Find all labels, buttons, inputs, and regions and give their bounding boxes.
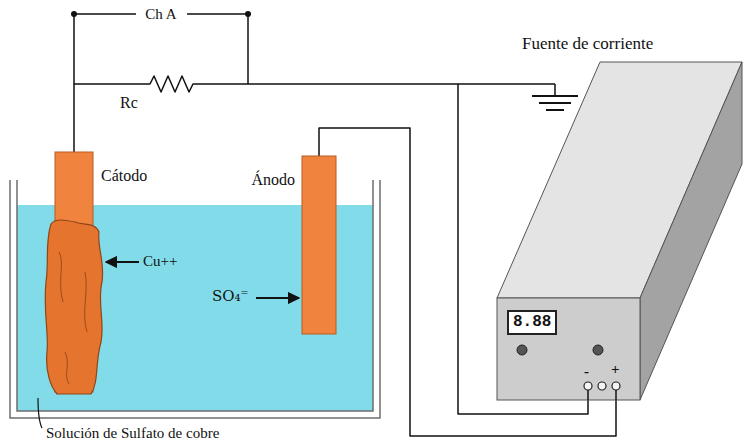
anode-electrode: Ánodo <box>302 156 336 334</box>
terminal <box>598 382 606 390</box>
electrode-label: Cátodo <box>101 166 147 185</box>
copper-plate <box>302 156 336 334</box>
terminal-sign: - <box>584 362 589 380</box>
terminal-sign: + <box>611 360 620 378</box>
power-supply: 8.88 - + <box>497 298 640 400</box>
channel-label: Ch A <box>142 5 179 23</box>
supply-side-face <box>640 62 742 400</box>
copper-plate <box>55 152 93 392</box>
ground-symbol <box>539 102 571 104</box>
copper-deposit <box>59 252 87 384</box>
copper-deposit <box>45 220 103 394</box>
display-readout: 8.88 <box>507 310 557 335</box>
probe-point <box>71 11 77 17</box>
ion-arrow <box>106 261 139 263</box>
ground-symbol <box>532 95 578 97</box>
cathode-electrode: Cátodo <box>55 152 93 392</box>
channel-bracket <box>187 13 248 15</box>
control-knob <box>517 345 527 355</box>
supply-front-face <box>497 298 640 400</box>
terminal <box>612 382 620 390</box>
control-knob <box>593 345 603 355</box>
wire-connector <box>74 76 588 414</box>
copper-sulfate-solution <box>17 205 373 411</box>
wire <box>458 83 555 85</box>
wire-connector <box>319 128 616 436</box>
wire <box>587 390 589 400</box>
ion-arrow <box>256 297 299 299</box>
beaker-inner-wall <box>17 180 373 411</box>
electrode-label: Ánodo <box>251 170 295 189</box>
electrode-shape <box>55 152 93 392</box>
ion-label: Cu++ <box>143 252 177 270</box>
wire <box>73 14 75 84</box>
ground-symbol <box>554 84 556 96</box>
channel-bracket <box>74 13 136 15</box>
probe-point <box>245 11 251 17</box>
solution-label: Solución de Sulfato de cobre <box>46 424 219 442</box>
electrode-shape <box>302 156 336 334</box>
ion-label: SO₄⁼ <box>212 287 249 305</box>
terminal <box>584 382 592 390</box>
supply-front-face <box>497 298 640 400</box>
ground-symbol <box>546 109 564 111</box>
resistor-label: Rc <box>120 93 138 112</box>
leader-line <box>38 398 42 428</box>
wire <box>615 390 617 400</box>
wire <box>247 14 249 84</box>
supply-title: Fuente de corriente <box>522 34 653 54</box>
beaker-outer-wall <box>10 180 380 418</box>
